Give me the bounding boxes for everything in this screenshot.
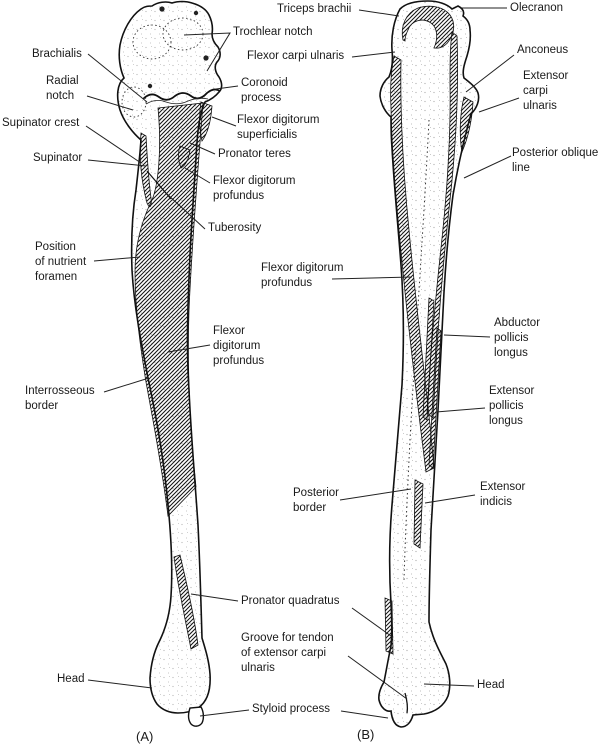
label-flexor-digitorum-superficialis: Flexor digitorum superficialis — [237, 114, 320, 141]
label-trochlear-notch: Trochlear notch — [233, 26, 313, 38]
leader-radial-notch — [86, 95, 134, 111]
attachment-extensor-pollicis-longus — [428, 327, 442, 469]
label-flexor-carpi-ulnaris: Flexor carpi ulnaris — [247, 50, 345, 62]
label-interosseous-border: Interrosseous border — [25, 385, 95, 412]
label-olecranon: Olecranon — [510, 2, 564, 14]
panel-a-caption: (A) — [136, 729, 154, 744]
attachment-pronator-quadratus-a — [173, 554, 199, 650]
label-abductor-pollicis-longus: Abductor pollicis longus — [494, 317, 541, 359]
label-tuberosity: Tuberosity — [208, 222, 262, 234]
label-position-of-nutrient-foramen: Position of nutrient foramen — [35, 241, 87, 283]
bone-a-trochlear-margin — [142, 88, 221, 101]
attachment-flexor-carpi-ulnaris-band — [390, 55, 435, 473]
leader-extensor-pollicis-longus — [435, 407, 486, 413]
leader-head-a — [87, 679, 153, 689]
leader-posterior-border — [339, 488, 412, 501]
attachment-flexor-digitorum-superficialis — [199, 101, 213, 142]
label-brachialis: Brachialis — [32, 48, 82, 60]
leader-tuberosity — [165, 192, 206, 230]
label-head-a: Head — [57, 673, 85, 685]
ulna-posterior-illustration — [378, 0, 480, 728]
leader-flexor-carpi-ulnaris — [351, 51, 396, 58]
leader-brachialis — [87, 53, 148, 103]
attachment-pronator-quadratus-b — [384, 597, 394, 655]
label-extensor-indicis: Extensor indicis — [480, 481, 526, 508]
leader-extensor-indicis — [424, 494, 476, 504]
leader-flexor-digitorum-superficialis — [211, 116, 237, 127]
leader-extensor-carpi-ulnaris — [478, 97, 520, 113]
attachment-extensor-indicis — [413, 479, 424, 549]
leader-styloid-left — [199, 709, 250, 717]
leader-supinator-crest — [85, 125, 142, 164]
bone-a-margin-detail — [145, 97, 209, 105]
leader-trochlear-notch — [183, 32, 231, 72]
leader-supinator — [87, 159, 147, 167]
panel-b-caption: (B) — [357, 727, 375, 742]
bone-a-muscle-attachments — [134, 101, 213, 650]
label-posterior-oblique-line: Posterior oblique line — [512, 147, 599, 174]
label-flexor-digitorum-profundus-shaft: Flexor digitorum profundus — [213, 325, 265, 367]
label-flexor-digitorum-profundus-center: Flexor digitorum profundus — [261, 262, 344, 289]
leader-styloid-right — [340, 710, 389, 719]
leader-head-b — [423, 683, 475, 687]
leader-lines — [85, 7, 520, 719]
leader-pronator-quadratus-right — [351, 607, 392, 637]
leader-posterior-oblique-line — [463, 155, 512, 179]
label-extensor-pollicis-longus: Extensor pollicis longus — [489, 385, 535, 427]
attachment-flexor-digitorum-profundus-a — [134, 102, 204, 517]
leader-coronoid-process — [215, 85, 239, 90]
label-flexor-digitorum-profundus-upper: Flexor digitorum profundus — [213, 175, 296, 202]
attachment-pronator-teres — [178, 145, 191, 169]
ulna-anterior-illustration — [116, 0, 223, 727]
attachment-triceps-brachii — [401, 5, 455, 49]
leader-anconeus — [465, 54, 515, 93]
label-extensor-carpi-ulnaris: Extensor carpi ulnaris — [523, 70, 569, 112]
leader-flexor-digitorum-profundus-shaft — [167, 344, 211, 353]
label-coronoid-process: Coronoid process — [241, 77, 288, 104]
leader-interosseous-border — [103, 377, 150, 393]
label-pronator-quadratus: Pronator quadratus — [241, 595, 340, 607]
label-pronator-teres: Pronator teres — [218, 148, 291, 160]
label-supinator: Supinator — [33, 152, 83, 164]
attachment-supinator — [139, 132, 152, 208]
label-groove-for-tendon-ecu: Groove for tendon of extensor carpi ulna… — [241, 632, 334, 674]
leader-groove-ecu — [347, 655, 408, 700]
leader-abductor-pollicis-longus — [443, 334, 491, 338]
leader-pronator-quadratus-left — [190, 593, 239, 602]
attachment-abductor-pollicis-longus — [422, 297, 435, 421]
bone-a-ink-spots — [147, 6, 209, 89]
label-styloid-process: Styloid process — [252, 703, 330, 715]
bone-a-styloid — [187, 706, 205, 727]
label-head-b: Head — [477, 679, 505, 691]
bone-b-muscle-attachments — [384, 5, 474, 655]
leader-pronator-teres — [189, 142, 216, 155]
label-anconeus: Anconeus — [517, 44, 569, 56]
leader-nutrient-foramen — [93, 256, 141, 262]
bone-b-posterior-border-line — [403, 119, 430, 581]
bone-a-articular-detail — [121, 17, 204, 118]
label-triceps-brachii: Triceps brachii — [277, 3, 352, 15]
bone-b-ecu-groove — [404, 692, 409, 714]
label-supinator-crest: Supinator crest — [2, 117, 80, 129]
leader-triceps-brachii — [358, 9, 400, 17]
label-radial-notch: Radial notch — [46, 75, 79, 102]
leader-flexor-digitorum-profundus-center — [331, 276, 413, 280]
attachment-extensor-carpi-ulnaris — [459, 96, 474, 154]
label-posterior-border: Posterior border — [293, 487, 340, 514]
leader-flexor-digitorum-profundus-upper — [184, 167, 211, 184]
